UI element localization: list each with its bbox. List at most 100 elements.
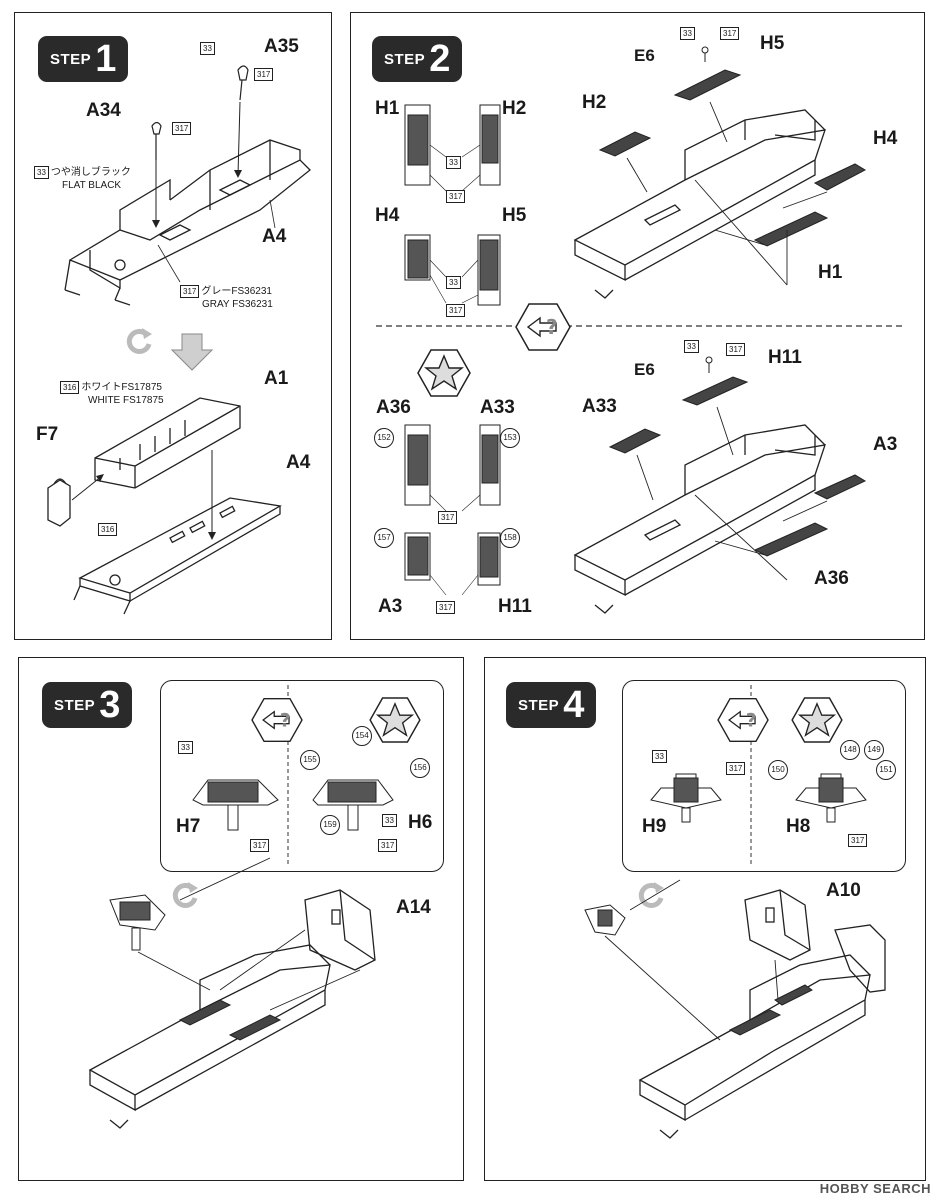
down-arrow-icon (170, 333, 214, 371)
part-label-a4: A4 (262, 226, 287, 247)
option-question-icon: ? (251, 698, 303, 742)
part-label-h8: H8 (786, 816, 811, 837)
part-label-a4-lower: A4 (286, 452, 311, 473)
step-number: 1 (95, 38, 117, 80)
color-code: 33 (684, 340, 699, 353)
part-label-e6: E6 (634, 360, 655, 379)
color-code: 317 (726, 762, 746, 775)
note-jp: つや消しブラック (50, 167, 131, 178)
cockpit-assembly-drawing-step4 (584, 879, 886, 1139)
step-word: STEP (384, 50, 426, 68)
decal-number: 148 (840, 740, 860, 760)
cockpit-assembly-drawing-step3 (88, 857, 376, 1129)
color-code: 317 (254, 68, 274, 81)
step-word: STEP (54, 696, 96, 714)
part-label-h4: H4 (375, 205, 400, 226)
part-label-h7: H7 (176, 816, 201, 837)
step-number: 3 (99, 684, 121, 726)
cockpit-tub-drawing (64, 65, 311, 306)
color-code: 317 (378, 839, 398, 852)
color-code: 317 (446, 190, 466, 203)
color-code: 33 (178, 741, 193, 754)
color-code: 317 (446, 304, 466, 317)
step1-badge: STEP 1 (38, 36, 129, 82)
part-label-h1: H1 (818, 262, 843, 283)
step-word: STEP (50, 50, 92, 68)
color-code: 316 (98, 523, 118, 536)
part-label-a36: A36 (376, 397, 411, 418)
note-jp: ホワイトFS17875 (81, 382, 162, 393)
step4-badge: STEP 4 (506, 682, 597, 728)
option-question-icon: ? (717, 698, 769, 742)
part-label-h5: H5 (760, 33, 785, 54)
color-code: 317 (250, 839, 270, 852)
part-label-a33: A33 (480, 397, 515, 418)
decal-number: 151 (876, 760, 896, 780)
divider-line (376, 325, 904, 327)
cockpit-assembly-drawing-bottom (573, 356, 867, 614)
instrument-panel-previews (650, 773, 867, 823)
color-code: 33 (680, 27, 695, 40)
part-label-a14: A14 (396, 897, 431, 918)
part-label-f7: F7 (36, 424, 59, 445)
part-label-h4: H4 (873, 128, 898, 149)
decal-number: 159 (320, 815, 340, 835)
part-label-a10: A10 (826, 880, 861, 901)
color-code: 33 (446, 156, 461, 169)
decal-number: 150 (768, 760, 788, 780)
option-question-icon: ? (515, 303, 571, 351)
rotate-icon (126, 328, 152, 354)
part-label-h2: H2 (502, 98, 527, 119)
part-label-h6: H6 (408, 812, 433, 833)
color-code: 317 (436, 601, 456, 614)
step-number: 2 (429, 38, 451, 80)
svg-text:?: ? (746, 710, 757, 731)
color-code: 317 (720, 27, 740, 40)
cockpit-assembly-drawing-top (573, 46, 867, 299)
part-label-a36: A36 (814, 568, 849, 589)
part-label-h2: H2 (582, 92, 607, 113)
step3-badge: STEP 3 (42, 682, 133, 728)
note-code: 33 (34, 166, 49, 179)
star-badge-icon (369, 697, 421, 743)
side-panel-previews-alt (404, 424, 501, 596)
step-word: STEP (518, 696, 560, 714)
decal-number: 149 (864, 740, 884, 760)
color-code: 317 (848, 834, 868, 847)
side-panel-previews (404, 104, 501, 306)
color-code: 317 (438, 511, 458, 524)
decal-number: 157 (374, 528, 394, 548)
svg-text:?: ? (280, 710, 291, 731)
star-badge-icon (791, 697, 843, 743)
note-en: FLAT BLACK (62, 180, 122, 191)
decal-number: 152 (374, 428, 394, 448)
part-label-h11: H11 (498, 596, 532, 617)
watermark: HOBBY SEARCH (819, 1181, 931, 1196)
decal-number: 155 (300, 750, 320, 770)
rotate-icon (638, 882, 664, 908)
color-code: 33 (382, 814, 397, 827)
step2-badge: STEP 2 (372, 36, 463, 82)
part-label-a34: A34 (86, 100, 121, 121)
part-label-e6: E6 (634, 46, 655, 65)
instrument-tub-drawing (47, 397, 282, 615)
instrument-panel-previews (192, 779, 394, 831)
part-label-a35: A35 (264, 36, 299, 57)
part-label-h5: H5 (502, 205, 527, 226)
rotate-icon (172, 882, 198, 908)
decal-number: 154 (352, 726, 372, 746)
part-label-h11: H11 (768, 347, 802, 368)
svg-text:?: ? (546, 315, 558, 339)
note-en: GRAY FS36231 (202, 299, 273, 310)
part-label-a3: A3 (873, 434, 898, 455)
part-label-h1: H1 (375, 98, 400, 119)
color-code: 33 (446, 276, 461, 289)
color-code: 33 (652, 750, 667, 763)
step1-panel (14, 12, 332, 640)
color-code: 33 (200, 42, 215, 55)
part-label-h9: H9 (642, 816, 667, 837)
part-label-a1: A1 (264, 368, 289, 389)
